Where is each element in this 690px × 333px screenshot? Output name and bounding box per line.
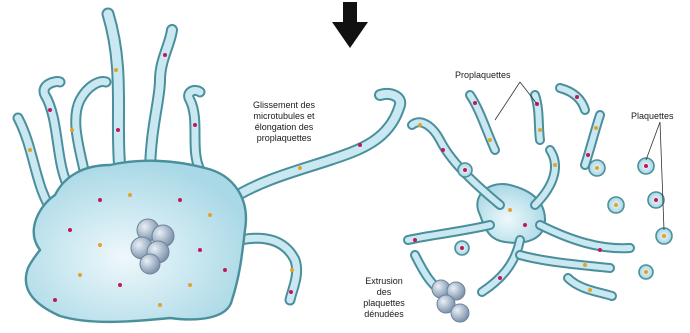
label-proplaquettes: Proplaquettes xyxy=(455,70,525,81)
label-extrusion-line-4: dénudées xyxy=(356,309,412,320)
megakaryocyte-cell xyxy=(18,14,400,322)
label-glissement-line-2: microtubules et xyxy=(244,111,324,122)
label-glissement-line-4: proplaquettes xyxy=(244,133,324,144)
label-extrusion: Extrusion des plaquettes dénudées xyxy=(356,276,412,320)
down-arrow-icon xyxy=(332,2,368,48)
label-glissement-line-3: élongation des xyxy=(244,122,324,133)
label-extrusion-line-2: des xyxy=(356,287,412,298)
label-extrusion-line-1: Extrusion xyxy=(356,276,412,287)
label-glissement: Glissement des microtubules et élongatio… xyxy=(244,100,324,144)
label-glissement-line-1: Glissement des xyxy=(244,100,324,111)
proplatelet-network xyxy=(408,88,672,322)
label-extrusion-line-3: plaquettes xyxy=(356,298,412,309)
extruded-nucleus xyxy=(432,280,469,322)
label-plaquettes: Plaquettes xyxy=(631,111,690,122)
